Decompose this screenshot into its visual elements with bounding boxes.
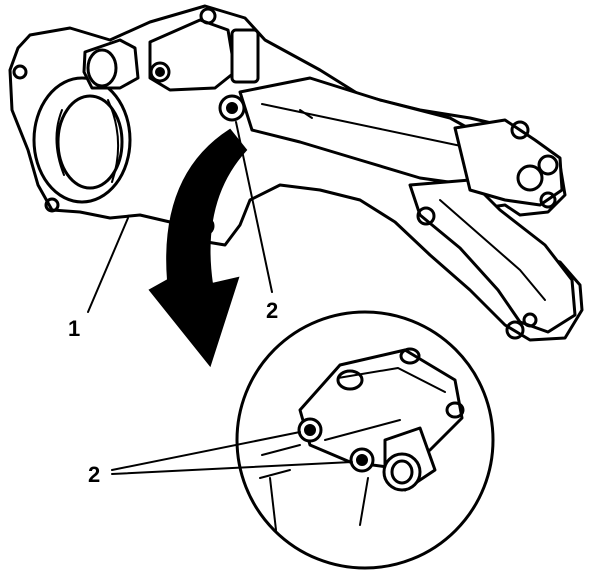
housing-flange — [8, 4, 584, 342]
housing-assembly — [8, 4, 584, 342]
bolt-flange-left — [12, 64, 28, 80]
lower-leg — [408, 178, 577, 334]
detail-arrow — [148, 128, 248, 368]
bolt-leg-end — [505, 320, 525, 340]
leader-part-2-main — [235, 121, 273, 293]
leader-part-2-detail-b — [111, 461, 353, 475]
housing-bore-outer — [32, 76, 132, 204]
callout-part-2-main: 2 — [266, 298, 278, 323]
end-block — [453, 118, 564, 207]
detail-view — [235, 310, 495, 570]
housing-bore-inner — [56, 94, 124, 190]
bore-ring — [55, 109, 65, 176]
bolt-mid-leg — [416, 206, 436, 226]
leader-part-2-detail-a — [111, 431, 301, 471]
callout-part-2-detail: 2 — [88, 462, 100, 487]
leader-part-1 — [87, 217, 129, 313]
bolt-flange-bottom — [44, 197, 60, 213]
callout-part-1: 1 — [68, 316, 80, 341]
